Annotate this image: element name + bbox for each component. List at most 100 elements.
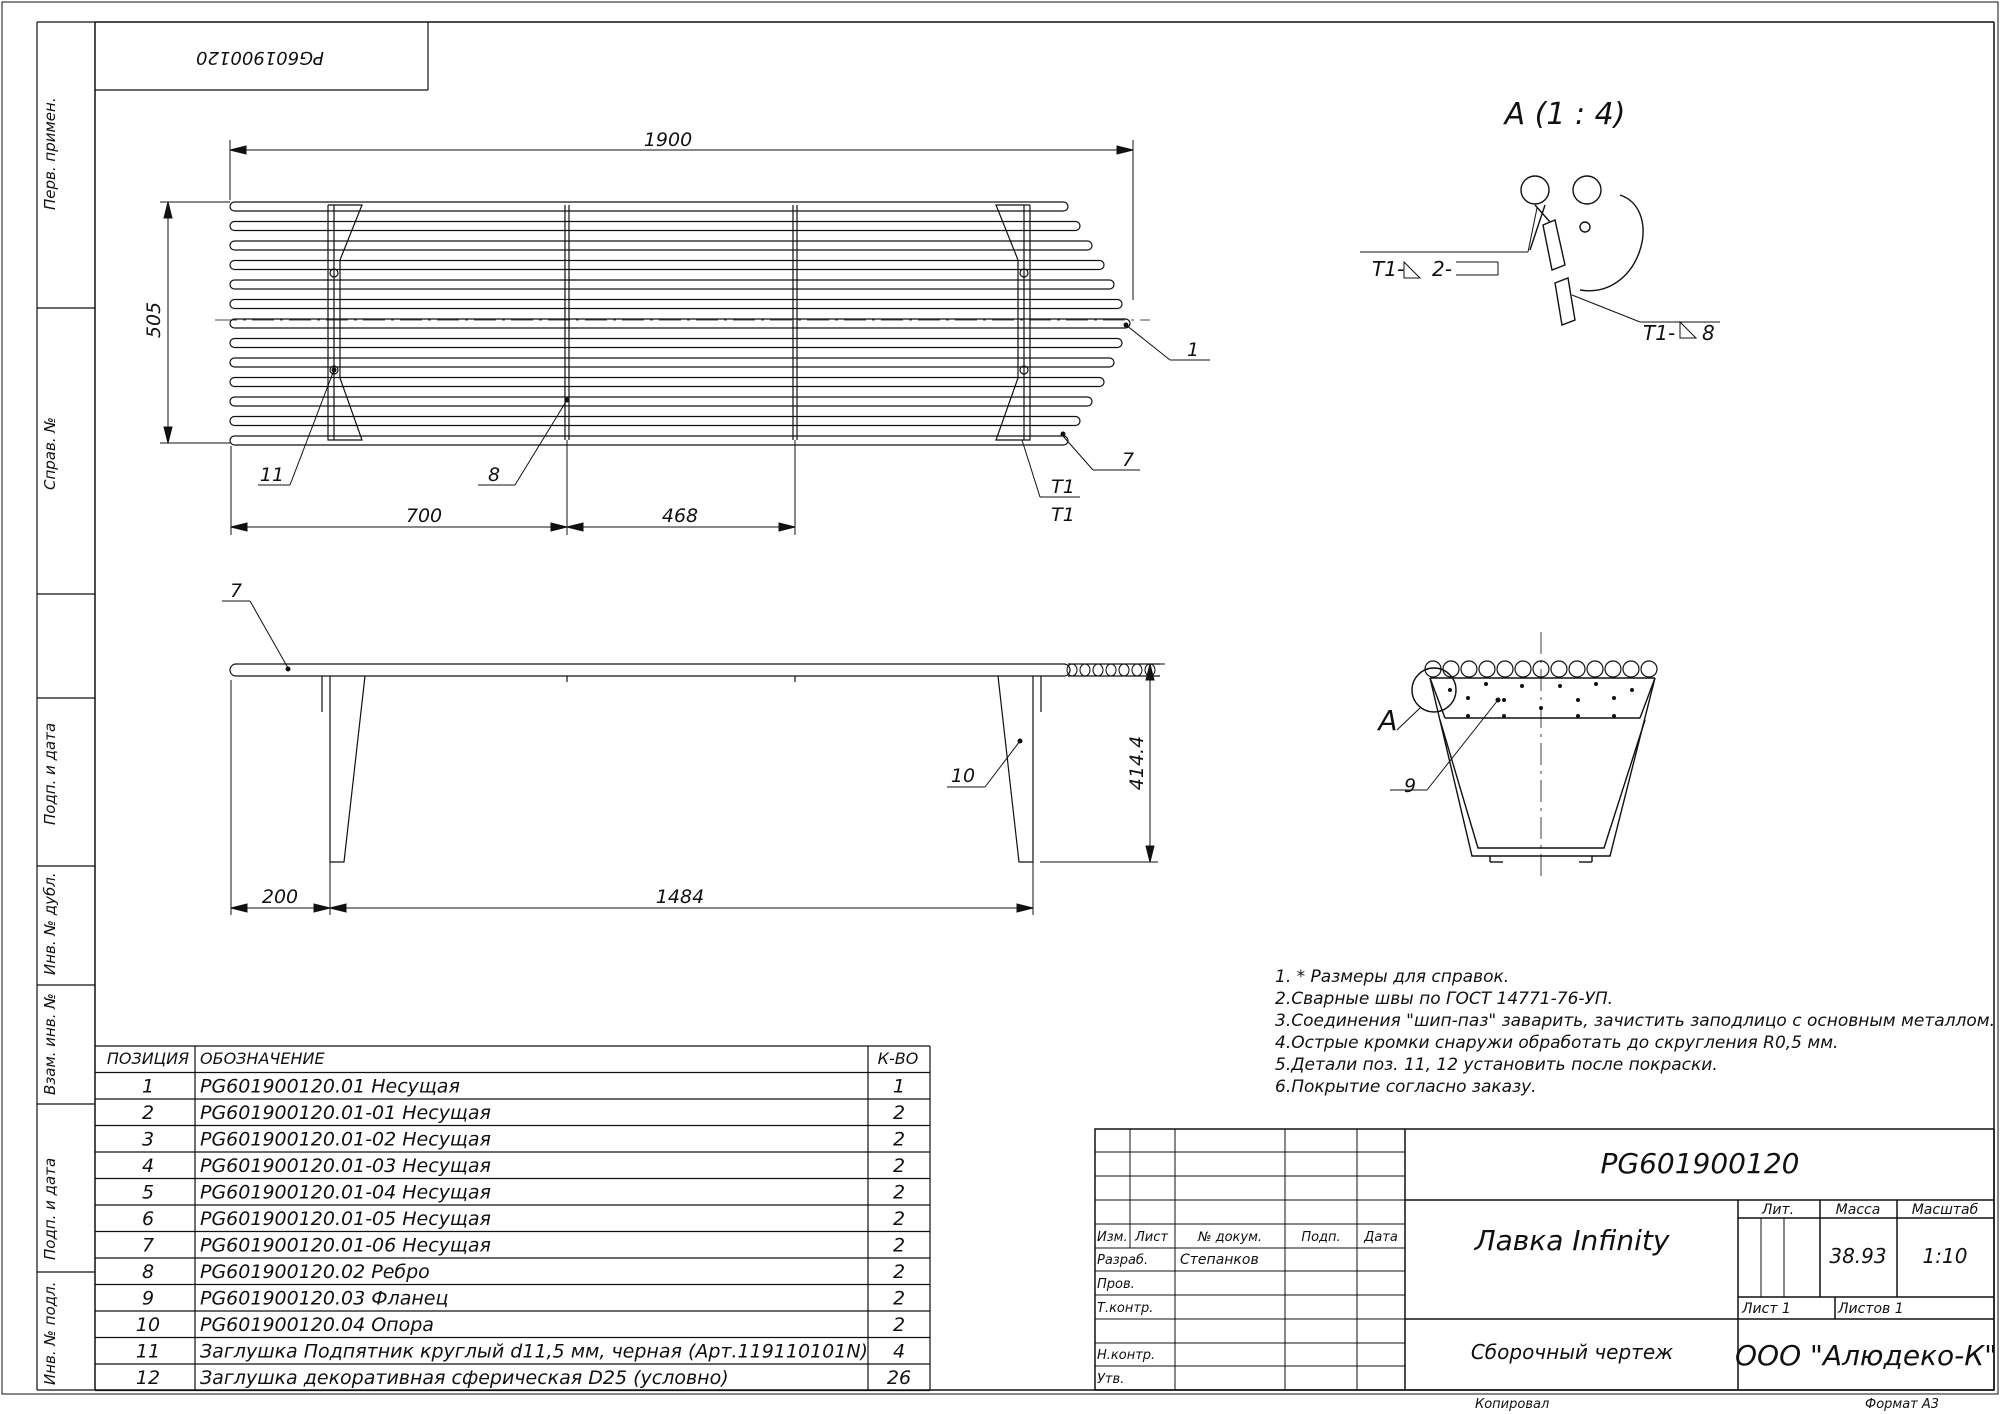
bom-row-designation: PG601900120.01 Несущая	[200, 1076, 460, 1098]
dim-505: 505	[143, 302, 165, 338]
bom-row-designation: Заглушка декоративная сферическая D25 (у…	[200, 1367, 729, 1389]
bom-row-designation: PG601900120.03 Фланец	[200, 1288, 448, 1310]
dim-700: 700	[406, 505, 442, 527]
row-nkontr: Н.контр.	[1097, 1348, 1155, 1363]
bom-header-qty: К-ВО	[878, 1049, 919, 1068]
col-list: Лист	[1134, 1230, 1168, 1245]
flange-hole	[1520, 684, 1524, 688]
flange-hole	[1558, 684, 1562, 688]
weld-mark-t1-lower: T1	[1051, 504, 1075, 526]
dim-200: 200	[262, 886, 298, 908]
row-tkontr: Т.контр.	[1097, 1301, 1153, 1316]
side-strip	[36, 21, 95, 1391]
flange-hole	[1539, 706, 1543, 710]
flange-hole	[1502, 698, 1506, 702]
flange-hole	[1576, 698, 1580, 702]
col-podp: Подп.	[1301, 1230, 1340, 1245]
end-cap	[1105, 663, 1117, 677]
detail-a-view: A (1 : 4) T1- 2- T1- 8	[1360, 97, 1720, 345]
title-product-name: Лавка Infinity	[1474, 1224, 1670, 1257]
detail-weld-left-leg: 2-	[1432, 257, 1452, 281]
bom-row-qty: 2	[893, 1102, 905, 1124]
bom-row-qty: 2	[893, 1261, 905, 1283]
note-2: 2.Сварные швы по ГОСТ 14771-76-УП.	[1275, 989, 1613, 1009]
front-view: 414.4 200 1484 7 10	[222, 580, 1165, 915]
callout-7-front: 7	[230, 580, 242, 602]
bom-row-position: 7	[142, 1235, 154, 1257]
tube-section	[1460, 660, 1478, 678]
col-izm: Изм.	[1097, 1230, 1128, 1245]
side-label-inv-podl: Инв. № подл.	[41, 1282, 59, 1385]
tube-section	[1496, 660, 1514, 678]
callout-1: 1	[1187, 339, 1199, 361]
bom-header-designation: ОБОЗНАЧЕНИЕ	[200, 1049, 325, 1068]
end-cap	[1066, 663, 1078, 677]
col-docnum: № докум.	[1197, 1230, 1262, 1245]
side-label-podp-2: Подп. и дата	[41, 1158, 59, 1260]
bom-row-designation: PG601900120.01-02 Несущая	[200, 1129, 491, 1151]
slat-tube	[229, 298, 1123, 310]
flange-hole	[1612, 696, 1616, 700]
bom-row-qty: 26	[887, 1367, 911, 1389]
slat-tube	[229, 220, 1081, 232]
slat-tube	[229, 357, 1115, 368]
label-lit: Лит.	[1761, 1202, 1794, 1218]
bom-row-position: 1	[142, 1076, 154, 1098]
tube-section	[1640, 660, 1658, 678]
bom-row-position: 12	[136, 1367, 160, 1389]
slat-tube	[229, 201, 1069, 212]
title-doc-number: PG601900120	[1601, 1147, 1800, 1180]
slat-tube	[229, 279, 1115, 290]
bom-row-position: 3	[142, 1129, 154, 1151]
note-1: 1. * Размеры для справок.	[1275, 967, 1509, 987]
bom-row-qty: 2	[893, 1155, 905, 1177]
side-label-sprav: Справ. №	[41, 417, 59, 490]
flange-hole	[1484, 682, 1488, 686]
dim-468: 468	[662, 505, 698, 527]
tube-section	[1622, 660, 1640, 678]
flange-hole	[1466, 696, 1470, 700]
label-sheet: Лист 1	[1741, 1301, 1791, 1317]
bom-row-designation: PG601900120.01-04 Несущая	[200, 1182, 491, 1204]
top-stamp-code: PG601900120	[196, 47, 324, 68]
end-cap	[1079, 663, 1091, 677]
col-data: Дата	[1363, 1230, 1398, 1245]
flange-hole	[1466, 714, 1470, 718]
bom-row-qty: 1	[893, 1076, 905, 1098]
bom-row-qty: 2	[893, 1314, 905, 1336]
title-doc-type: Сборочный чертеж	[1471, 1340, 1673, 1364]
dim-414-4: 414.4	[1126, 736, 1148, 790]
bom-row-position: 8	[142, 1261, 154, 1283]
tube-section	[1514, 660, 1532, 678]
bom-row-designation: PG601900120.01-06 Несущая	[200, 1235, 491, 1257]
tube-section	[1586, 660, 1604, 678]
section-view: A 9	[1376, 632, 1658, 878]
value-mass: 38.93	[1829, 1244, 1886, 1268]
tube-section	[1532, 660, 1550, 678]
detail-weld-right-leg: 8	[1702, 321, 1715, 345]
slat-tube	[229, 259, 1105, 271]
bom-row-position: 10	[136, 1314, 160, 1336]
callout-9: 9	[1404, 775, 1416, 797]
section-label-a: A	[1376, 704, 1397, 737]
end-cap	[1131, 663, 1143, 677]
tube-section	[1550, 660, 1568, 678]
slat-tube	[229, 318, 1131, 329]
bom-row-qty: 2	[893, 1129, 905, 1151]
detail-weld-right: T1-	[1643, 321, 1675, 345]
weld-mark-t1-upper: T1	[1051, 476, 1075, 498]
flange-hole	[1576, 714, 1580, 718]
flange-hole	[1448, 688, 1452, 692]
row-razrab: Разраб.	[1097, 1253, 1148, 1268]
bom-row-designation: PG601900120.01-01 Несущая	[200, 1102, 491, 1124]
top-stamp	[95, 22, 429, 91]
title-company: ООО "Алюдеко-К"	[1735, 1339, 1997, 1372]
bom-row-qty: 2	[893, 1208, 905, 1230]
bom-row-qty: 2	[893, 1182, 905, 1204]
callout-10: 10	[951, 765, 975, 787]
slat-tube	[229, 240, 1093, 251]
label-copied: Копировал	[1475, 1397, 1549, 1412]
tube-section	[1604, 660, 1622, 678]
row-utv: Утв.	[1097, 1372, 1124, 1387]
